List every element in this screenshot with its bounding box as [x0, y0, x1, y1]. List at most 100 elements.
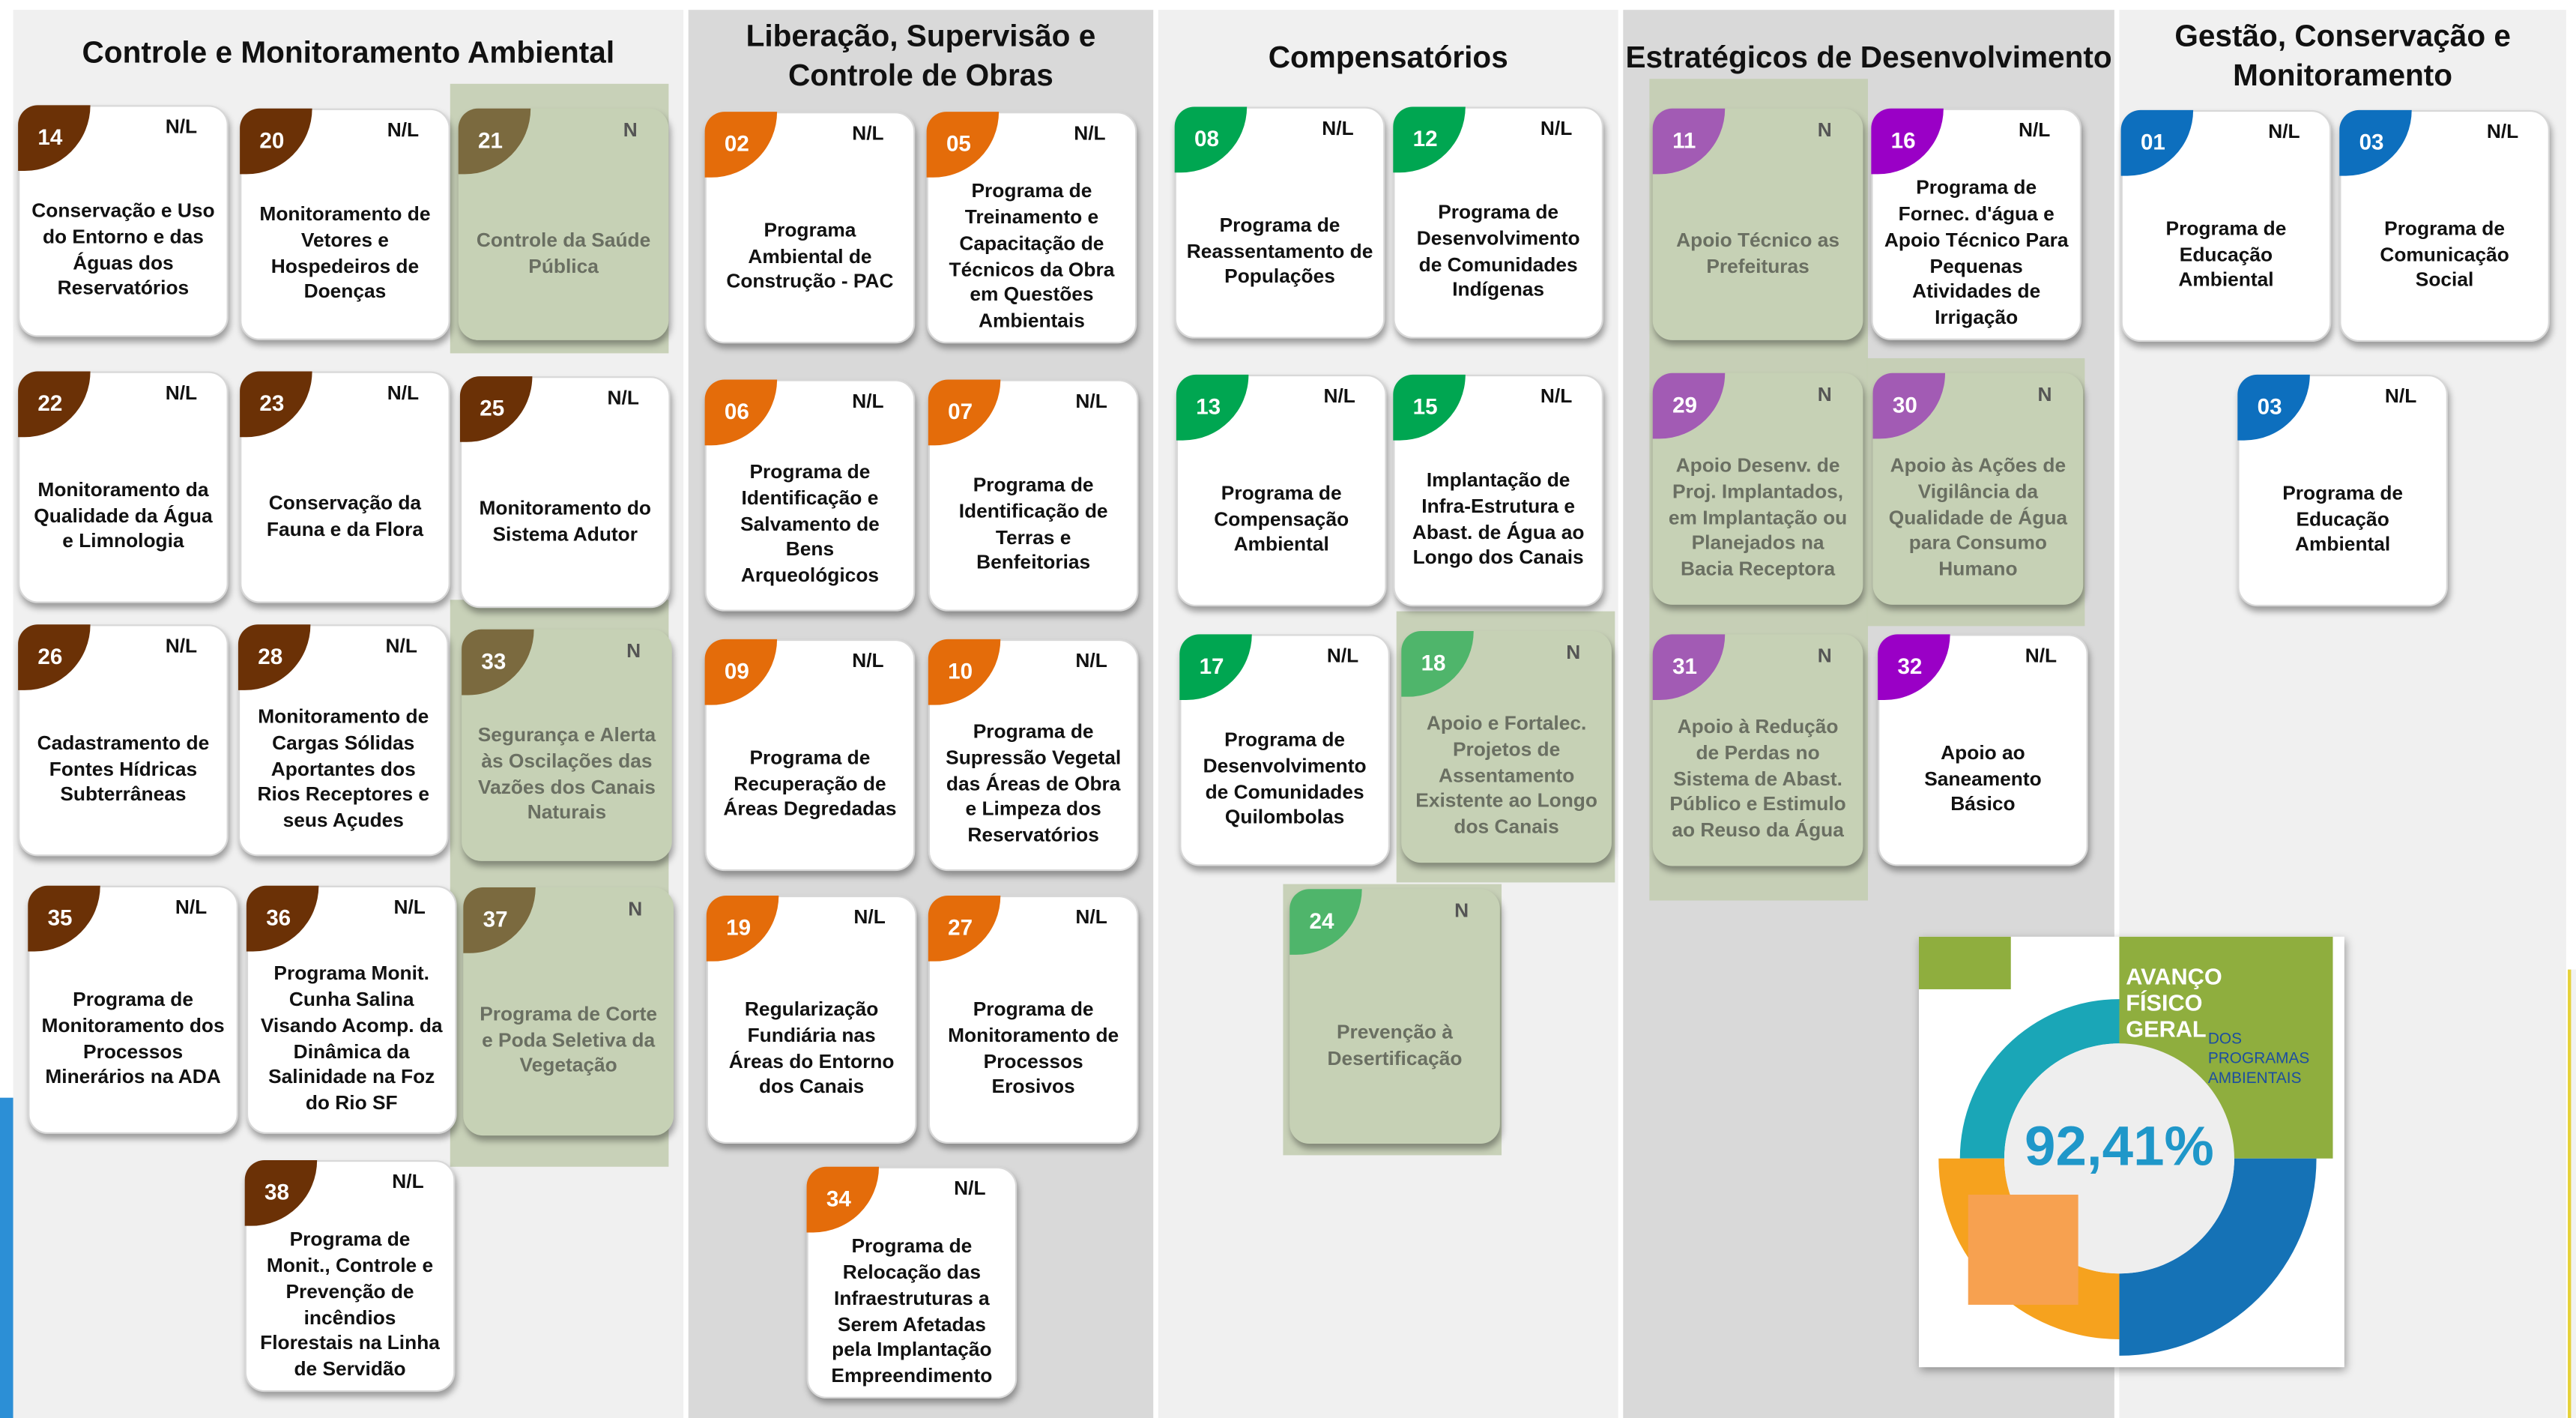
- program-tag: N/L: [1540, 384, 1573, 408]
- program-title: Monitoramento de Cargas Sólidas Aportant…: [257, 705, 430, 833]
- program-number-badge: 08: [1174, 106, 1248, 173]
- program-number-badge: 11: [1652, 108, 1726, 175]
- program-number-badge: 12: [1393, 106, 1466, 173]
- program-number-badge: 20: [240, 108, 312, 175]
- program-number-badge: 26: [18, 624, 91, 690]
- program-title: Programa de Fornec. d'água e Apoio Técni…: [1884, 175, 2069, 330]
- program-number-badge: 09: [704, 639, 778, 705]
- progress-widget: AVANÇO FÍSICO GERAL DOS PROGRAMAS AMBIEN…: [1918, 936, 2344, 1368]
- program-tag: N: [1454, 899, 1469, 923]
- program-number-badge: 19: [706, 895, 779, 962]
- program-tag: N/L: [1075, 649, 1107, 672]
- program-title: Apoio à Redução de Perdas no Sistema de …: [1669, 714, 1846, 842]
- program-tag: N/L: [165, 381, 198, 405]
- sticky-note: [1968, 1195, 2078, 1305]
- left-edge-accent: [0, 1097, 13, 1418]
- program-tag: N: [623, 118, 638, 142]
- program-number-badge: 25: [459, 376, 533, 442]
- right-edge-accent: [2568, 969, 2576, 1418]
- program-number-badge: 37: [463, 887, 536, 953]
- program-tag: N/L: [853, 905, 886, 929]
- progress-heading-3: GERAL: [2126, 1016, 2207, 1043]
- program-tag: N: [1817, 382, 1832, 406]
- program-card[interactable]: 24 N Prevenção à Desertificação: [1289, 889, 1500, 1144]
- program-title: Programa de Reassentamento de Populações: [1186, 213, 1373, 289]
- progress-subtitle-2: PROGRAMAS: [2207, 1050, 2310, 1069]
- program-number-badge: 05: [926, 112, 1000, 178]
- program-tag: N/L: [1075, 389, 1107, 413]
- program-number-badge: 14: [18, 105, 91, 172]
- program-title: Programa de Monitoramento dos Processos …: [41, 987, 225, 1089]
- progress-donut: [1918, 936, 2333, 1356]
- program-title: Programa de Treinamento e Capacitação de…: [949, 178, 1115, 333]
- program-title: Programa de Educação Ambiental: [2282, 480, 2404, 557]
- program-number-badge: 33: [462, 629, 534, 696]
- program-title: Segurança e Alerta às Oscilações das Vaz…: [477, 722, 656, 824]
- program-tag: N/L: [954, 1176, 986, 1200]
- program-number-badge: 10: [928, 639, 1001, 705]
- program-number-badge: 36: [246, 885, 319, 952]
- program-number-badge: 35: [28, 885, 100, 952]
- program-card[interactable]: 34 N/L Programa de Relocação das Infraestr…: [806, 1166, 1018, 1399]
- program-title: Programa de Monitoramento de Processos E…: [948, 997, 1119, 1099]
- program-title: Prevenção à Desertificação: [1327, 1019, 1463, 1069]
- program-number-badge: 28: [238, 624, 311, 690]
- program-number-badge: 22: [18, 371, 91, 438]
- program-number-badge: 34: [806, 1166, 880, 1233]
- program-number-badge: 16: [1871, 108, 1944, 175]
- program-title: Apoio ao Saneamento Básico: [1924, 740, 2042, 816]
- program-tag: N/L: [1323, 384, 1355, 408]
- program-tag: N/L: [387, 381, 420, 405]
- program-tag: N/L: [607, 386, 639, 409]
- program-title: Monitoramento de Vetores e Hospedeiros d…: [259, 202, 431, 304]
- program-card[interactable]: 20 N/L Monitoramento de Vetores e Hospedei…: [240, 108, 450, 340]
- progress-percent: 92,41%: [2025, 1115, 2214, 1179]
- program-title: Programa de Identificação e Salvamento d…: [740, 459, 880, 588]
- program-tag: N: [1566, 641, 1581, 664]
- program-tag: N/L: [393, 895, 426, 919]
- program-tag: N/L: [2384, 384, 2417, 408]
- donut-arc-blue: [2119, 1158, 2317, 1356]
- program-tag: N/L: [387, 118, 420, 142]
- program-title: Programa de Relocação das Infraestrutura…: [831, 1234, 993, 1388]
- program-tag: N/L: [852, 389, 884, 413]
- column-title: Controle e Monitoramento Ambiental: [82, 34, 615, 70]
- program-number-badge: 24: [1289, 889, 1362, 955]
- program-title: Programa de Compensação Ambiental: [1214, 480, 1349, 557]
